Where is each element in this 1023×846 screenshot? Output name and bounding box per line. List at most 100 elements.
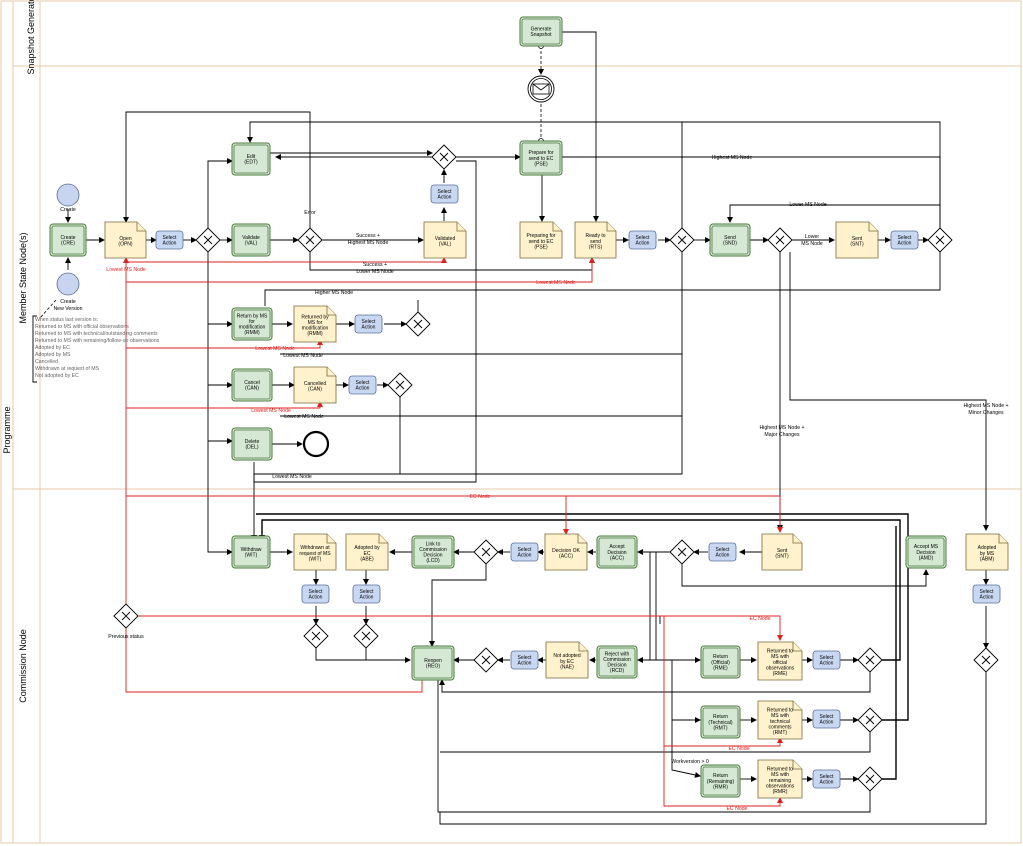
task-cancel[interactable]: Cancel(CAN) <box>231 368 273 402</box>
node-label: (RMT) <box>713 725 727 731</box>
note-line: Returned to MS with official observation… <box>35 324 129 330</box>
create-start-event[interactable] <box>56 183 80 207</box>
node-label: (SNT) <box>775 554 789 560</box>
success-lower-label-2: Lower MS Node <box>356 269 393 275</box>
exclusive-gateway <box>113 603 139 629</box>
node-label: Delete <box>245 439 260 445</box>
note-line: Withdrawn at request of MS <box>35 366 100 372</box>
lane-label-commission: Commission Node <box>18 629 28 703</box>
node-label: remaining <box>769 778 791 784</box>
task-edit[interactable]: Edit(EDT) <box>231 142 271 176</box>
node-label: Select <box>518 655 533 661</box>
task-withdraw[interactable]: Withdraw(WIT) <box>231 535 271 569</box>
note-line: Returned to MS with technical/outstandin… <box>35 331 158 337</box>
node-label: Accept MS <box>914 544 939 550</box>
ec-node-label-3: EC Node <box>728 746 749 752</box>
status-note: When status last version is: Returned to… <box>32 299 160 383</box>
node-label: Decision OK <box>552 548 580 554</box>
success-lower-label-1: Success + <box>363 262 387 268</box>
node-label: Action <box>820 780 834 786</box>
node-label: modification <box>302 326 329 332</box>
node-label: (Official) <box>711 660 730 666</box>
node-label: Commission <box>419 547 447 553</box>
node-label: Sent <box>852 236 863 242</box>
task-reopen[interactable]: Reopen(REO) <box>411 645 455 681</box>
end-event <box>302 430 330 458</box>
node-label: Select <box>636 235 651 241</box>
node-label: MS with <box>771 772 789 778</box>
exclusive-gateway <box>973 647 999 673</box>
node-label: (NAE) <box>560 664 574 670</box>
message-event <box>527 75 555 103</box>
task-return-technical[interactable]: Return(Technical)(RMT) <box>700 705 741 739</box>
note-line: Not adopted by EC <box>35 373 79 379</box>
task-delete[interactable]: Delete(DEL) <box>231 427 273 461</box>
task-create[interactable]: Create(CRE) <box>49 223 87 257</box>
node-label: Select <box>820 655 835 661</box>
node-label: Action <box>716 553 730 559</box>
pool-label: Programme <box>2 406 12 453</box>
node-label: (RMM) <box>307 331 323 337</box>
exclusive-gateway <box>857 766 883 792</box>
node-label: (Technical) <box>708 720 733 726</box>
node-label: send <box>590 239 601 245</box>
node-label: (ACC) <box>559 554 573 560</box>
node-label: for <box>249 319 255 325</box>
note-line: Adopted by EC <box>35 345 70 351</box>
node-label: Preparing for <box>527 233 556 239</box>
document-sent: Sent(SNT) <box>835 221 879 259</box>
node-label: (REO) <box>426 664 441 670</box>
node-label: Open <box>119 236 131 242</box>
create-new-version-start-event[interactable] <box>56 272 80 296</box>
node-label: Select <box>820 714 835 720</box>
exclusive-gateway <box>387 372 413 398</box>
node-label: (RTS) <box>589 244 603 250</box>
exclusive-gateway <box>927 227 953 253</box>
node-label: Action <box>518 553 532 559</box>
task-validate[interactable]: Validate(VAL) <box>231 223 271 257</box>
node-label: Decision <box>607 663 626 669</box>
task-send[interactable]: Send(SND) <box>709 223 751 257</box>
exclusive-gateway <box>857 647 883 673</box>
task-return-remaining[interactable]: Return(Remaining)(RMR) <box>700 764 741 798</box>
exclusive-gateway <box>297 227 323 253</box>
node-label: Select <box>438 189 453 195</box>
node-label: (AMD) <box>919 555 934 561</box>
node-label: Returned to <box>767 708 793 714</box>
node-label: Withdraw <box>241 547 262 553</box>
node-label: Decision <box>607 550 626 556</box>
note-line: When status last version is: <box>35 317 98 323</box>
node-label: Sent <box>777 548 788 554</box>
node-label: Generate <box>531 27 552 33</box>
ec-node-label-2: EC Node <box>749 616 770 622</box>
node-label: Action <box>820 720 834 726</box>
task-return-official[interactable]: Return(Official)(RME) <box>700 645 741 679</box>
